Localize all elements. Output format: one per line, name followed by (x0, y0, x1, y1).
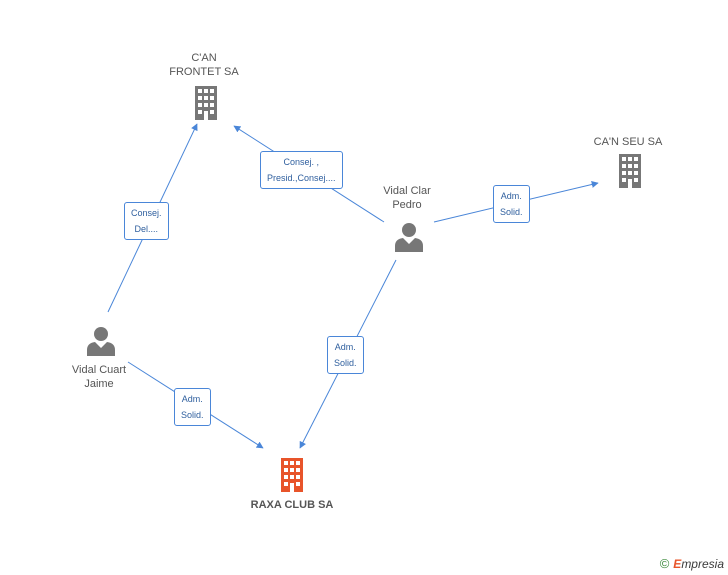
edge-label-clar-to-seu: Adm. Solid. (493, 185, 530, 223)
building-icon[interactable] (278, 458, 306, 492)
company-label-can-seu[interactable]: CA'N SEU SA (593, 136, 663, 148)
edge-label-clar-to-frontet: Consej. , Presid.,Consej.... (260, 151, 343, 189)
person-label-vidal-cuart[interactable]: Vidal Cuart Jaime (71, 364, 127, 390)
brand-logo: Empresia (673, 557, 724, 571)
edge-label-clar-to-raxa: Adm. Solid. (327, 336, 364, 374)
copyright-symbol: © (659, 556, 670, 571)
brand-footer: ©Empresia (660, 556, 724, 571)
company-label-raxa-club[interactable]: RAXA CLUB SA (250, 499, 334, 511)
building-icon[interactable] (192, 86, 220, 120)
building-icon[interactable] (616, 154, 644, 188)
person-icon[interactable] (86, 326, 116, 356)
edge-label-cuart-to-raxa: Adm. Solid. (174, 388, 211, 426)
edge-label-cuart-to-frontet: Consej. Del.... (124, 202, 169, 240)
person-icon[interactable] (394, 222, 424, 252)
person-label-vidal-clar[interactable]: Vidal Clar Pedro (383, 185, 431, 211)
company-label-can-frontet[interactable]: C'AN FRONTET SA (169, 52, 239, 78)
